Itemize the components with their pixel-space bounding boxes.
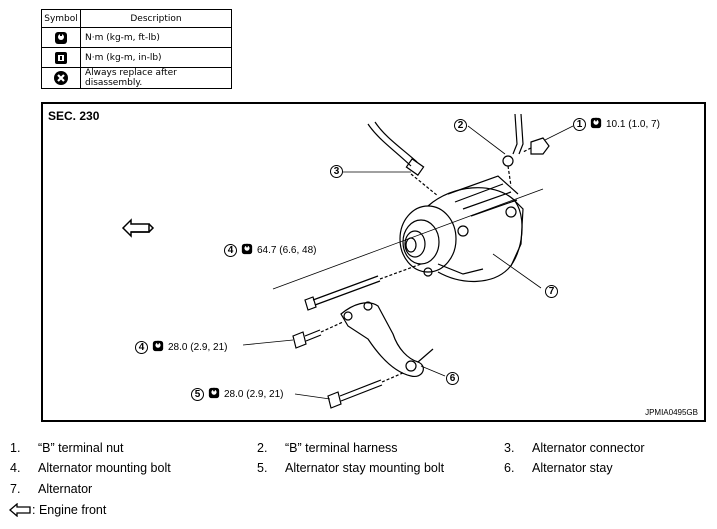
legend-header-description: Description	[80, 9, 232, 28]
torque-wrench-small-icon	[41, 47, 81, 68]
torque-wrench-icon	[207, 387, 221, 402]
torque-wrench-icon	[589, 117, 603, 132]
callout-number: 5	[191, 388, 204, 401]
legend-row: Always replace after disassembly.	[41, 67, 232, 89]
engine-front-arrow-icon	[9, 503, 31, 517]
legend-description: N·m (kg-m, in-lb)	[80, 47, 232, 68]
callout-number: 1	[573, 118, 586, 131]
callout-3: 3	[330, 165, 343, 178]
callout-7: 7	[545, 285, 558, 298]
torque-wrench-icon	[151, 340, 165, 355]
symbol-legend-table: Symbol Description N·m (kg-m, ft-lb) N·m…	[41, 9, 232, 89]
alternator-diagram: SEC. 230 1 10.1 (1.0, 7) 2 3 4 64.7 (6.6…	[41, 102, 706, 422]
callout-4-short-bolt: 4 28.0 (2.9, 21)	[135, 340, 227, 355]
section-label: SEC. 230	[48, 109, 100, 123]
legend-header-symbol: Symbol	[41, 9, 81, 28]
torque-value: 28.0 (2.9, 21)	[168, 342, 228, 353]
callout-number: 4	[224, 244, 237, 257]
legend-header-row: Symbol Description	[41, 9, 232, 28]
torque-value: 10.1 (1.0, 7)	[606, 119, 660, 130]
legend-row: N·m (kg-m, in-lb)	[41, 47, 232, 68]
torque-wrench-icon	[240, 243, 254, 258]
callout-number: 2	[454, 119, 467, 132]
callout-4-long-bolt: 4 64.7 (6.6, 48)	[224, 243, 316, 258]
callout-number: 4	[135, 341, 148, 354]
torque-wrench-icon	[41, 27, 81, 48]
callout-number: 7	[545, 285, 558, 298]
figure-code: JPMIA0495GB	[645, 408, 698, 417]
engine-front-label: : Engine front	[32, 503, 107, 517]
callout-number: 6	[446, 372, 459, 385]
always-replace-icon	[41, 67, 81, 89]
torque-value: 64.7 (6.6, 48)	[257, 245, 317, 256]
callout-number: 3	[330, 165, 343, 178]
engine-front-note: : Engine front	[8, 503, 106, 517]
callout-1: 1 10.1 (1.0, 7)	[573, 117, 660, 132]
callout-2: 2	[454, 119, 467, 132]
legend-description: N·m (kg-m, ft-lb)	[80, 27, 232, 48]
legend-row: N·m (kg-m, ft-lb)	[41, 27, 232, 48]
alternator-drawing	[121, 113, 574, 409]
torque-value: 28.0 (2.9, 21)	[224, 389, 284, 400]
callout-5: 5 28.0 (2.9, 21)	[191, 387, 283, 402]
engine-front-arrow-icon	[121, 218, 155, 238]
legend-description: Always replace after disassembly.	[80, 67, 232, 89]
callout-6: 6	[446, 372, 459, 385]
